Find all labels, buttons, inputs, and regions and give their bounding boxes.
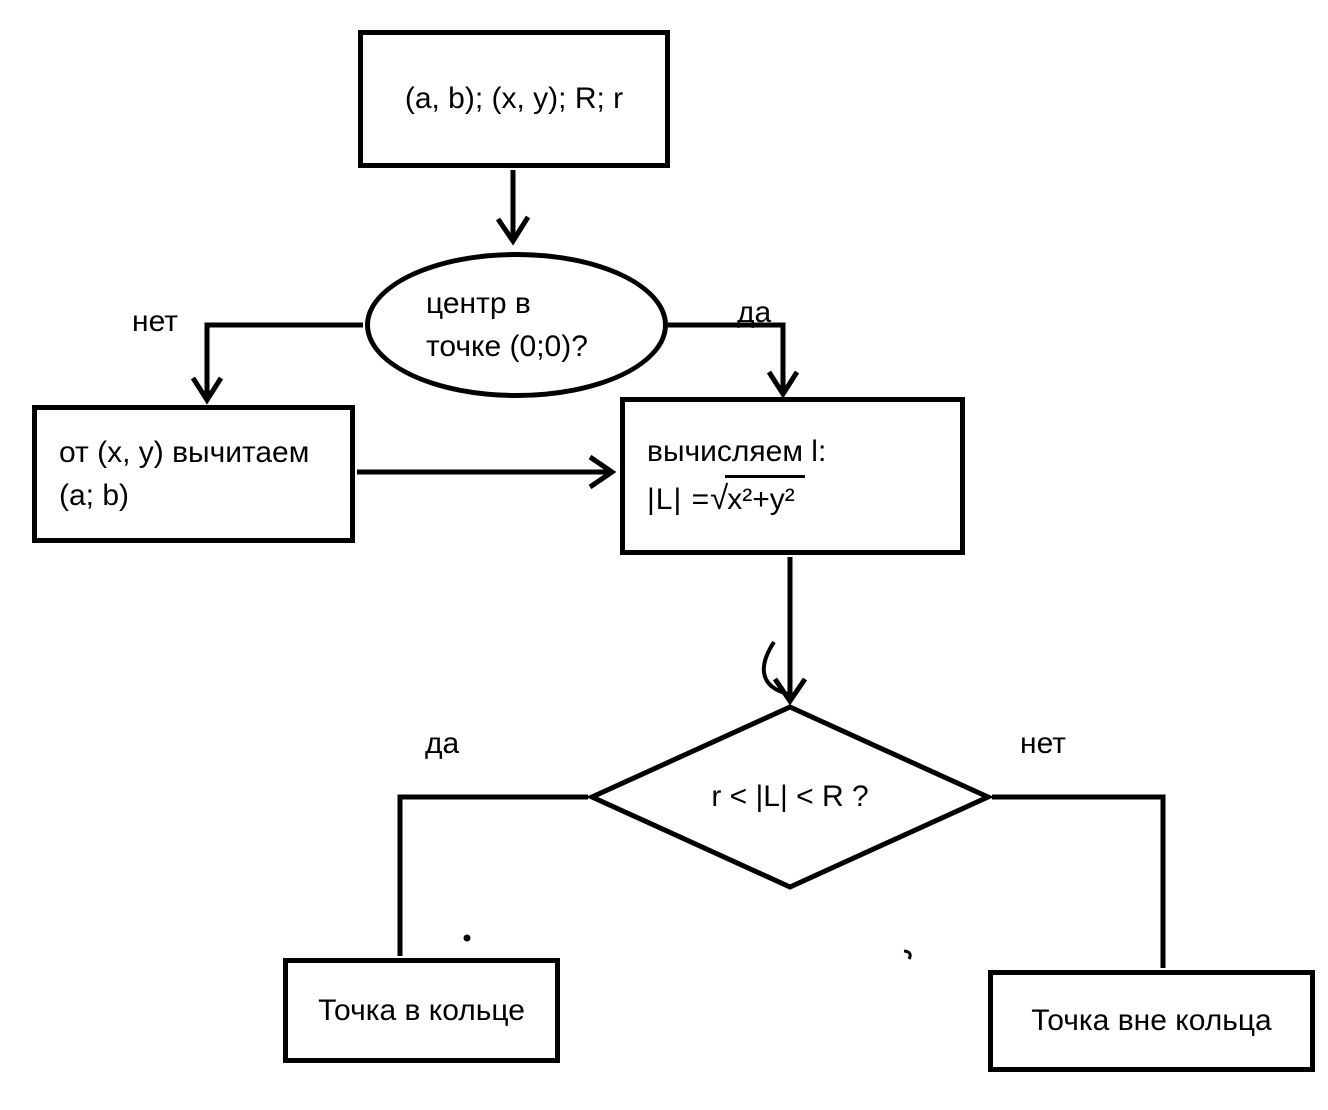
start-box-label: (a, b); (x, y); R; r [404, 82, 624, 116]
branch-no-label: нет [132, 305, 178, 338]
line-ring-yes-branch [397, 794, 588, 956]
subtract-box-line1: от (x, y) вычитаем [59, 435, 310, 469]
center-decision-line2: точке (0;0)? [426, 330, 588, 363]
formula-prefix: |L| = [647, 482, 711, 516]
ring-decision-label: r < |L| < R ? [711, 780, 869, 813]
ring-decision-diamond [585, 704, 995, 890]
outside-ring-label: Точка вне кольца [1031, 1004, 1272, 1038]
start-box: (a, b); (x, y); R; r [358, 30, 670, 168]
center-decision-ellipse: центр в точке (0;0)? [365, 252, 668, 398]
ring-yes-label: да [425, 727, 460, 760]
arrow-start-to-center-decision [495, 170, 531, 246]
center-decision-line1: центр в [426, 286, 531, 320]
line-ring-no-branch [992, 794, 1166, 968]
branch-yes-label: да [737, 296, 772, 329]
arrow-yes-branch [668, 322, 800, 399]
arrow-subtract-to-compute [357, 454, 617, 490]
compute-box-formula: |L| =√x²+y² [647, 474, 805, 522]
sqrt-icon: √x²+y² [710, 474, 805, 522]
compute-box-line1: вычисляем l: [647, 435, 827, 469]
pen-dot-right [903, 949, 912, 960]
subtract-box-line2: (a; b) [59, 479, 130, 512]
outside-ring-box: Точка вне кольца [988, 970, 1315, 1072]
ring-no-label: нет [1020, 727, 1066, 760]
pen-dot-left [463, 934, 471, 942]
arrow-compute-to-ring-decision [761, 557, 808, 706]
inside-ring-label: Точка в кольце [318, 993, 525, 1027]
compute-box: вычисляем l: |L| =√x²+y² [620, 397, 965, 555]
arrow-no-branch [190, 322, 363, 405]
subtract-box: от (x, y) вычитаем (a; b) [32, 405, 355, 543]
sqrt-radicand: x²+y² [725, 474, 805, 522]
inside-ring-box: Точка в кольце [283, 958, 560, 1063]
